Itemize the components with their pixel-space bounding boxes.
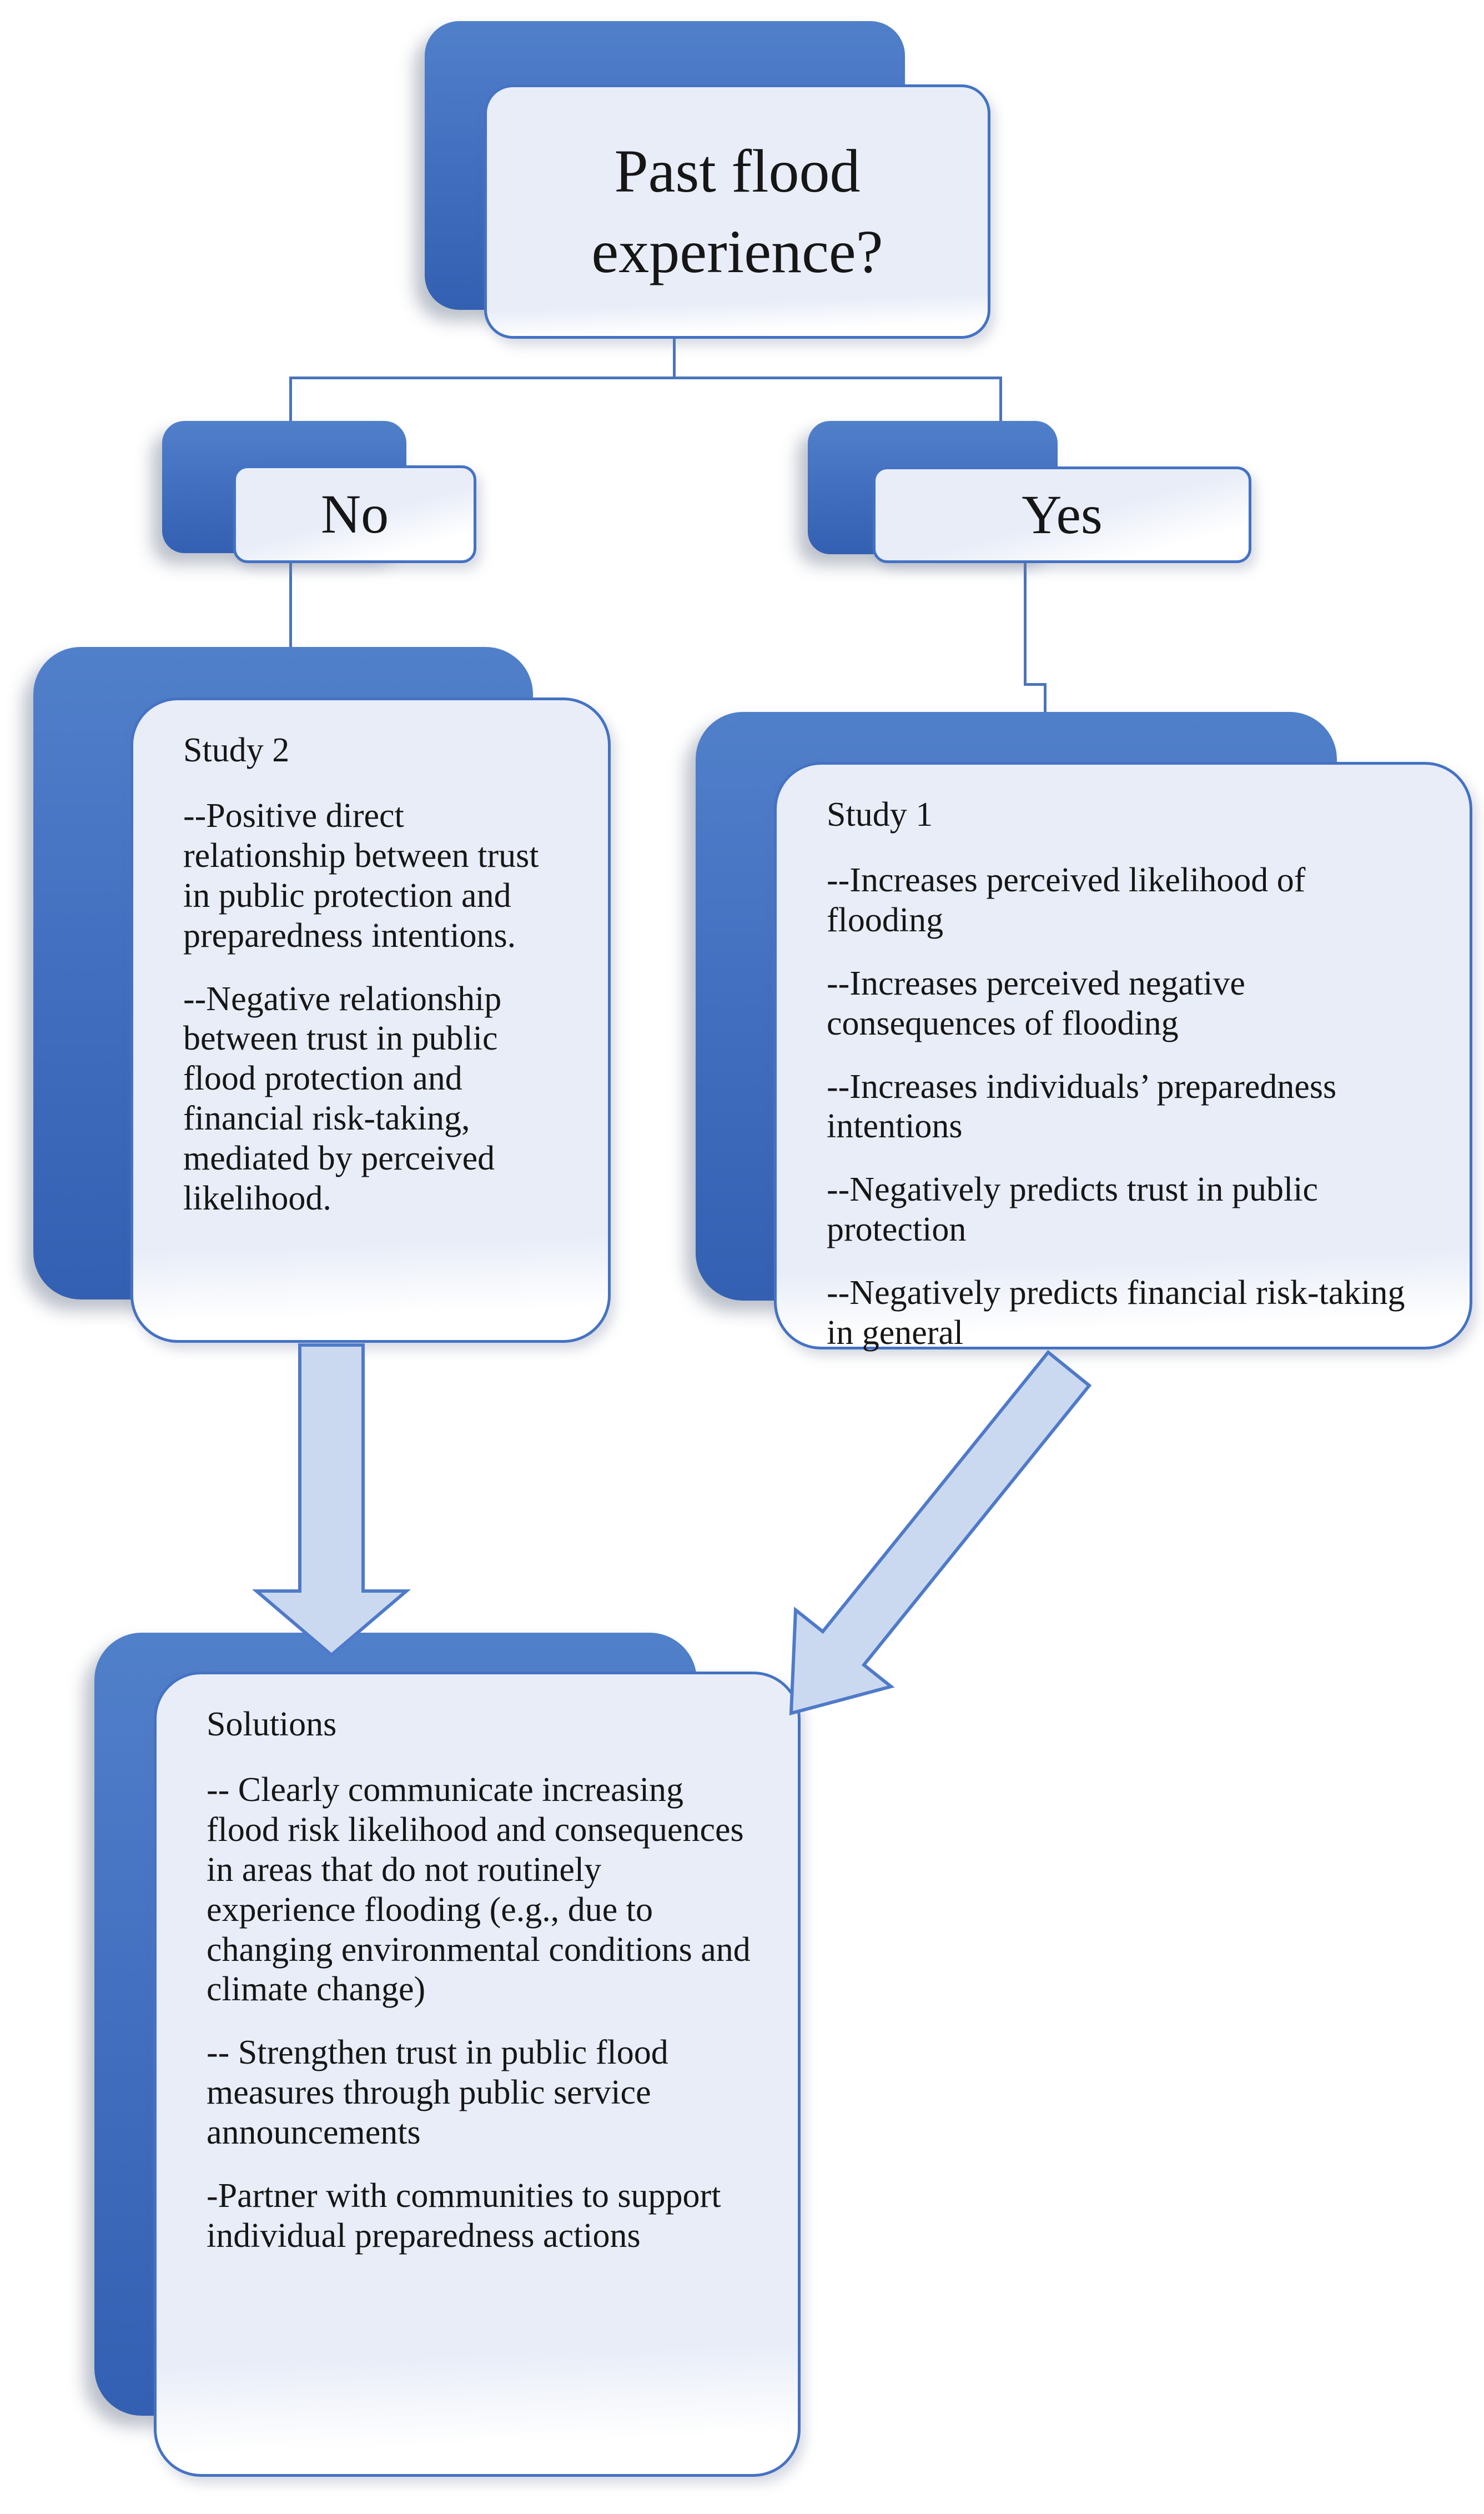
yes-node-label: Yes — [1022, 484, 1103, 545]
study1-node: Study 1 --Increases perceived likelihood… — [774, 762, 1472, 1352]
study1-item: --Negatively predicts financial risk-tak… — [827, 1274, 1405, 1352]
root-node-label: Past flood experience? — [591, 137, 883, 285]
arrow-study1-to-solutions — [789, 1349, 1092, 1715]
study1-title: Study 1 — [827, 796, 933, 834]
arrow-study2-to-solutions — [251, 1343, 411, 1657]
study2-item: --Negative relationship between trust in… — [183, 980, 502, 1218]
solutions-item: -- Clearly communicate increasing flood … — [207, 1770, 751, 2009]
study1-item: --Increases perceived negative consequen… — [827, 964, 1245, 1042]
solutions-item: -- Strengthen trust in public flood meas… — [207, 2034, 668, 2152]
connector-root-stem — [673, 339, 676, 379]
study1-item: --Negatively predicts trust in public pr… — [827, 1171, 1318, 1249]
study2-node: Study 2 --Positive direct relationship b… — [130, 698, 611, 1343]
connector-yes-to-study1-segment2 — [1044, 683, 1047, 715]
solutions-title: Solutions — [207, 1705, 337, 1743]
study2-title: Study 2 — [183, 731, 290, 769]
root-node: Past flood experience? — [484, 84, 990, 339]
connector-no-to-study2 — [289, 562, 292, 650]
no-node-label: No — [320, 483, 389, 545]
connector-branch-left-drop — [289, 377, 292, 424]
study1-item: --Increases perceived likelihood of floo… — [827, 861, 1306, 939]
connector-yes-to-study1-segment1 — [1024, 562, 1027, 685]
connector-yes-to-study1-jog — [1024, 683, 1047, 686]
connector-branch-right-drop — [999, 377, 1002, 424]
solutions-node: Solutions -- Clearly communicate increas… — [154, 1672, 801, 2477]
solutions-item: -Partner with communities to support ind… — [207, 2177, 721, 2255]
yes-node: Yes — [873, 466, 1251, 563]
no-node: No — [233, 465, 476, 563]
connector-branch-horizontal — [289, 377, 1002, 379]
study1-item: --Increases individuals’ preparedness in… — [827, 1067, 1337, 1146]
study2-item: --Positive direct relationship between t… — [183, 796, 539, 955]
